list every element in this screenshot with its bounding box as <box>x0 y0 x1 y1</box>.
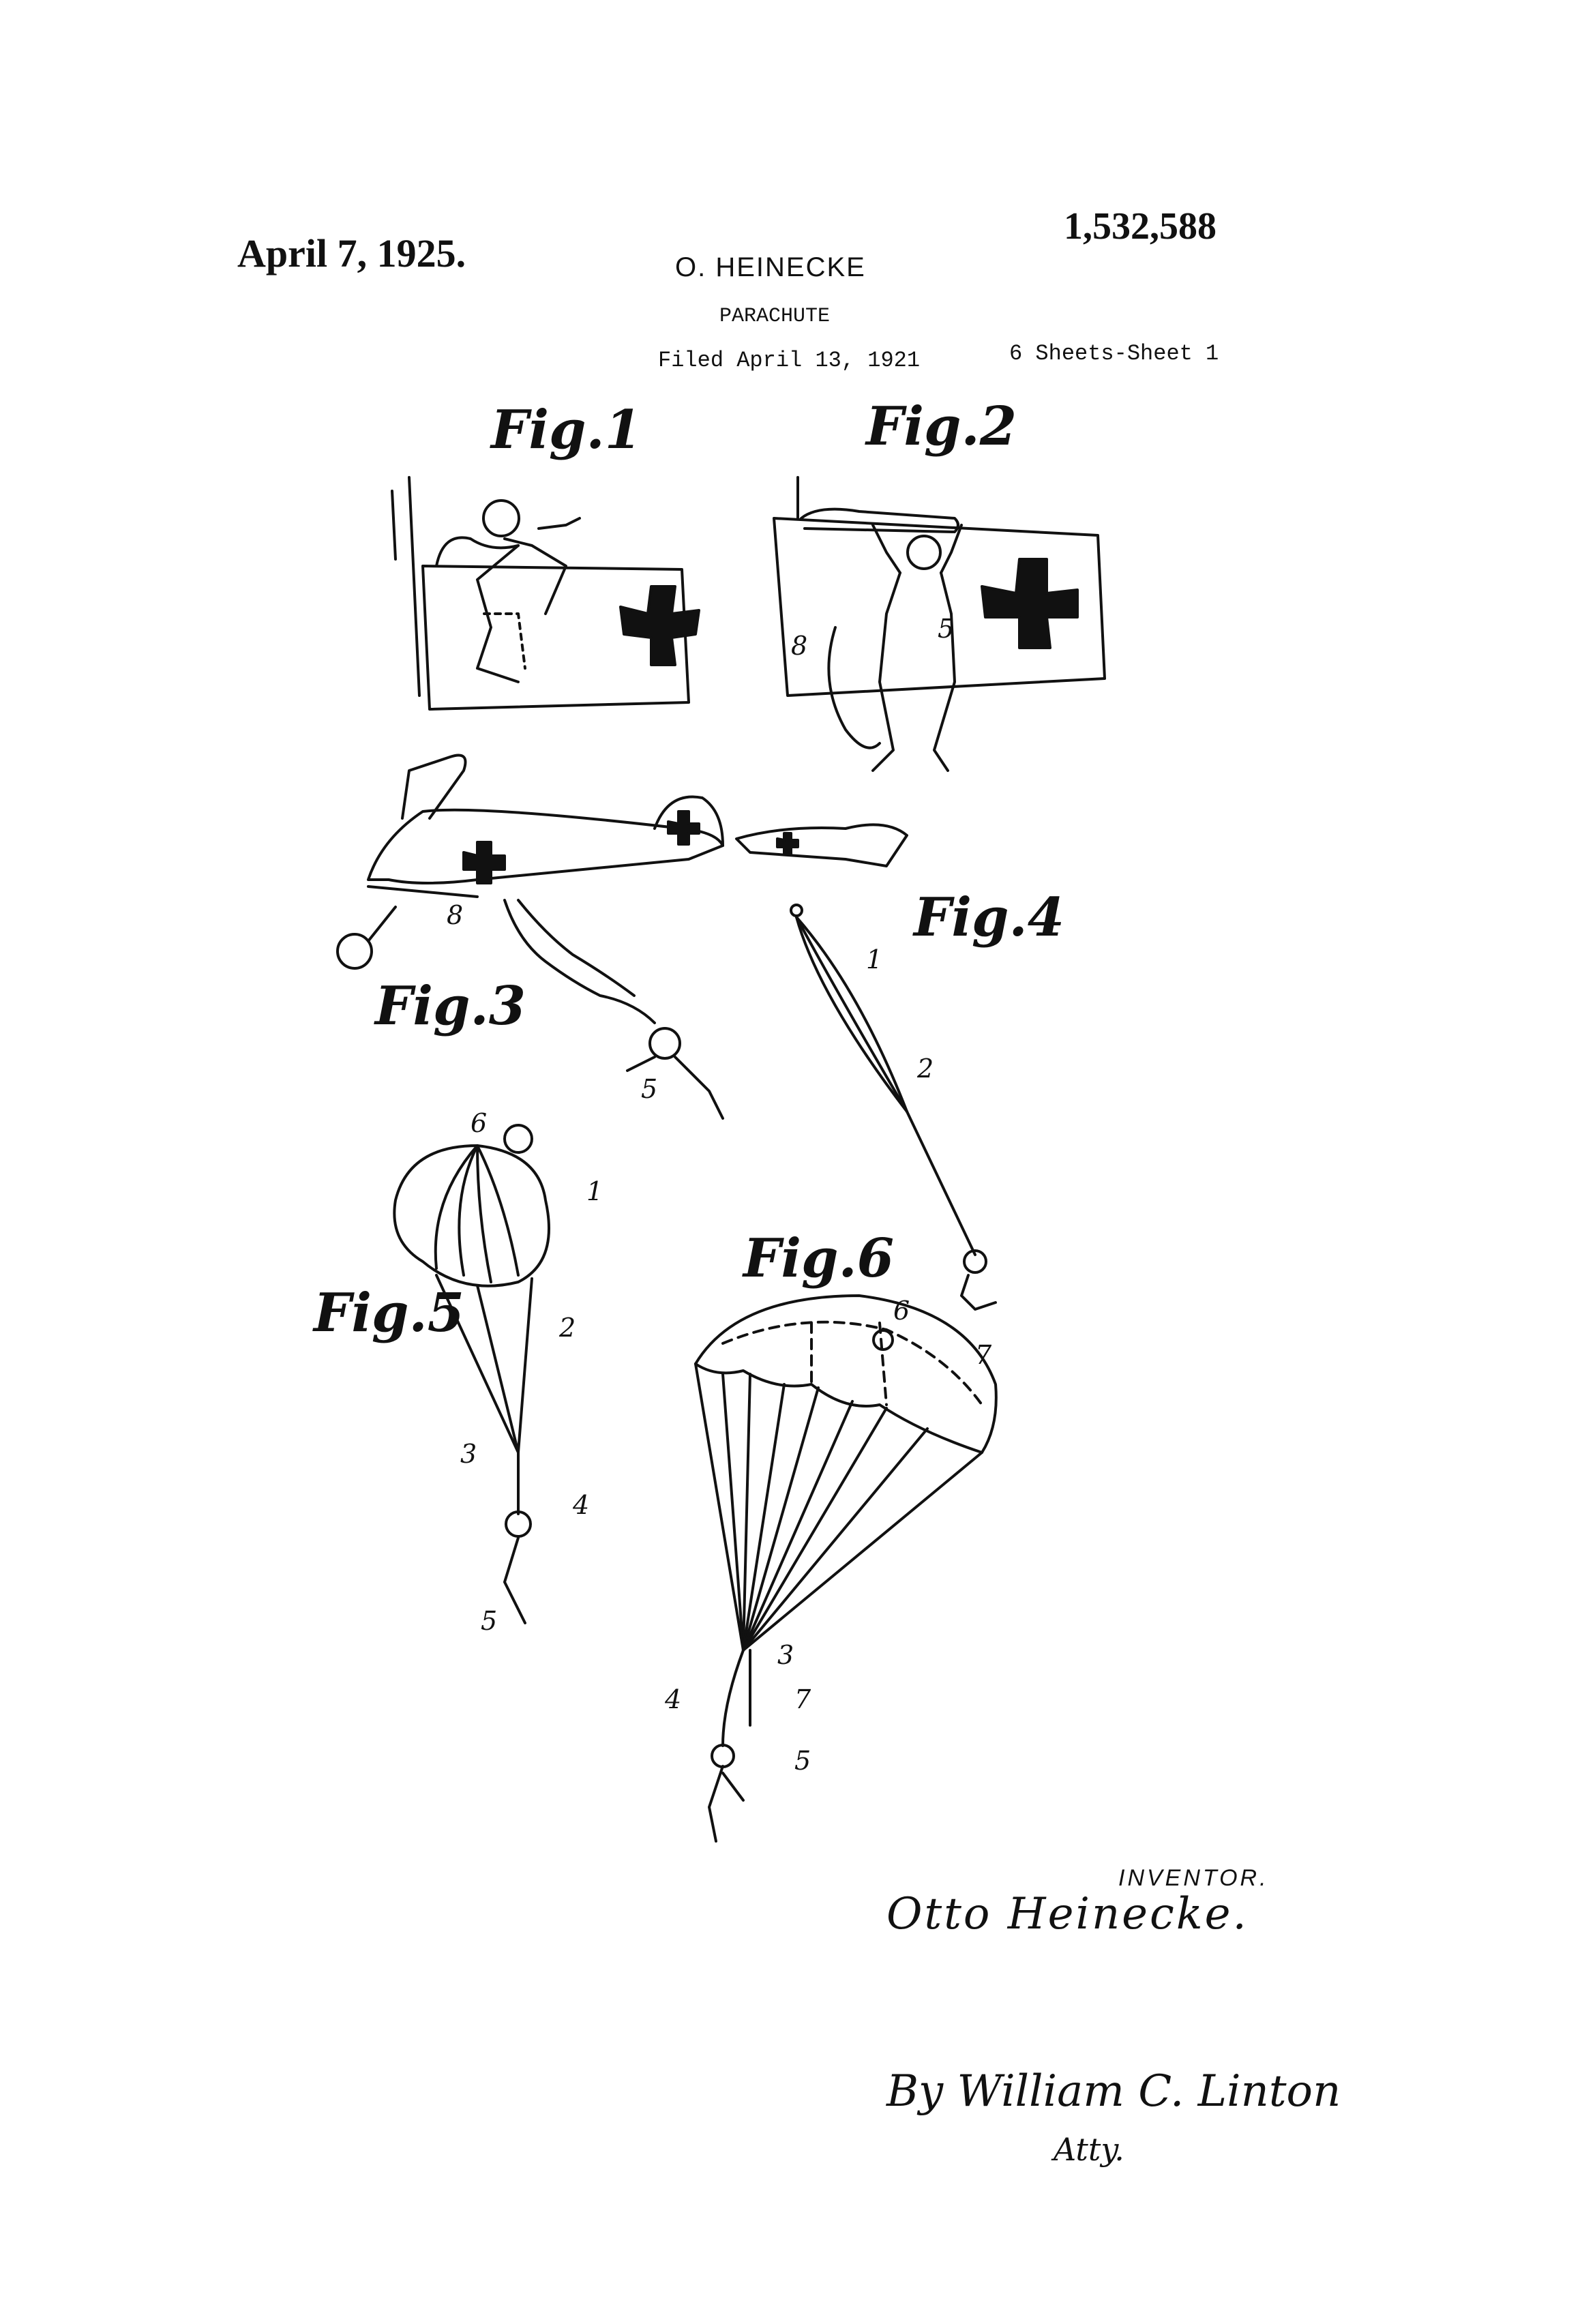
attorney-label: Atty. <box>1054 2131 1124 2168</box>
fig2-wing-drawing: 8 5 <box>773 476 1106 772</box>
fig3-ref-5: 5 <box>641 1074 657 1104</box>
fig5-ref-2: 2 <box>558 1313 576 1343</box>
patent-number: 1,532,588 <box>1064 205 1217 248</box>
fig4-label: Fig.4 <box>914 887 1064 949</box>
fig5-ref-4: 4 <box>572 1490 589 1520</box>
fig6-ref-3: 3 <box>777 1640 794 1670</box>
fig6-ref-6: 6 <box>893 1296 910 1326</box>
fig6-ref-5: 5 <box>794 1746 811 1776</box>
inventor-signature: Otto Heinecke. <box>886 1889 1249 1939</box>
filing-date: Filed April 13, 1921 <box>658 348 921 373</box>
fig3-ref-8: 8 <box>447 900 463 930</box>
fig1-label: Fig.1 <box>491 399 642 461</box>
fig2-ref-8: 8 <box>791 631 807 661</box>
sheet-count: 6 Sheets-Sheet 1 <box>1009 341 1219 366</box>
inventor-label: INVENTOR. <box>1118 1865 1269 1891</box>
fig6-label: Fig.6 <box>743 1227 894 1290</box>
fig6-ref-4: 4 <box>664 1684 681 1714</box>
fig2-label: Fig.2 <box>866 396 1017 458</box>
fig6-parachute-drawing: 6 7 3 4 7 5 <box>664 1294 998 1843</box>
fig3-airplane-drawing: 8 5 <box>336 754 908 1120</box>
fig5-parachute-drawing: 6 1 2 3 4 5 <box>393 1108 603 1636</box>
fig5-ref-1: 1 <box>586 1176 603 1206</box>
fig5-label: Fig.5 <box>314 1282 464 1344</box>
inventor-name: O. HEINECKE <box>675 252 866 282</box>
fig4-streamer-drawing: 1 2 <box>790 904 997 1311</box>
fig3-label: Fig.3 <box>375 975 526 1037</box>
fig2-ref-5: 5 <box>938 614 954 644</box>
attorney-signature: By William C. Linton <box>886 2066 1341 2117</box>
patent-date: April 7, 1925. <box>237 231 466 275</box>
fig4-ref-2: 2 <box>916 1054 934 1084</box>
fig6-ref-7b: 7 <box>794 1684 811 1714</box>
fig4-ref-1: 1 <box>866 944 882 974</box>
fig5-ref-6: 6 <box>471 1108 487 1138</box>
fig1-cockpit-drawing <box>391 476 700 711</box>
patent-title: PARACHUTE <box>719 305 831 328</box>
fig6-ref-7a: 7 <box>975 1340 992 1370</box>
fig5-ref-3: 3 <box>460 1439 477 1469</box>
fig5-ref-5: 5 <box>481 1606 497 1636</box>
